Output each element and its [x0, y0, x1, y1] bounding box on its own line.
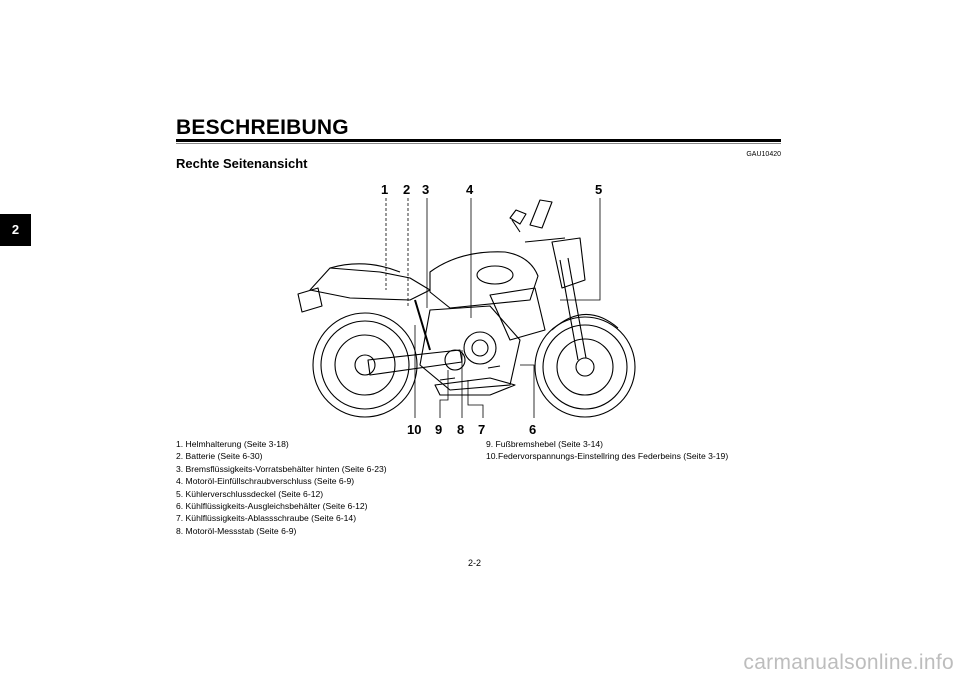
callout-8: 8 [457, 422, 464, 437]
caption-item: 10.Federvorspannungs-Einstellring des Fe… [486, 451, 729, 462]
chapter-tab: 2 [0, 214, 31, 246]
motorcycle-illustration: 1 2 3 4 5 10 9 8 7 6 [297, 182, 636, 437]
callout-10: 10 [407, 422, 421, 437]
callout-1: 1 [381, 182, 388, 197]
header-rule-thin [176, 143, 781, 144]
caption-item: 2. Batterie (Seite 6-30) [176, 451, 263, 462]
caption-item: 1. Helmhalterung (Seite 3-18) [176, 439, 289, 449]
caption-item: 3. Bremsflüssigkeits-Vorratsbehälter hin… [176, 463, 387, 474]
caption-list-right: 9. Fußbremshebel (Seite 3-14) 10.Federvo… [486, 438, 786, 463]
callout-9: 9 [435, 422, 442, 437]
caption-item: 7. Kühlflüssigkeits-Ablassschraube (Seit… [176, 513, 357, 524]
callout-3: 3 [422, 182, 429, 197]
callout-7: 7 [478, 422, 485, 437]
document-code: GAU10420 [746, 151, 781, 158]
caption-item: 6. Kühlflüssigkeits-Ausgleichsbehälter (… [176, 501, 368, 512]
header-rule [176, 139, 781, 142]
callout-4: 4 [466, 182, 474, 197]
caption-item: 9. Fußbremshebel (Seite 3-14) [486, 439, 604, 449]
callout-2: 2 [403, 182, 410, 197]
caption-item: 8. Motoröl-Messstab (Seite 6-9) [176, 525, 297, 536]
page-number: 2-2 [468, 558, 482, 568]
caption-item: 5. Kühlerverschlussdeckel (Seite 6-12) [176, 488, 324, 499]
caption-list-left: 1. Helmhalterung (Seite 3-18) 2. Batteri… [176, 438, 476, 537]
page-title: BESCHREIBUNG [176, 116, 349, 139]
watermark: carmanualsonline.info [743, 651, 954, 674]
section-title: Rechte Seitenansicht [176, 156, 308, 171]
caption-item: 4. Motoröl-Einfüllschraubverschluss (Sei… [176, 476, 355, 487]
callout-5: 5 [595, 182, 602, 197]
callout-6: 6 [529, 422, 536, 437]
